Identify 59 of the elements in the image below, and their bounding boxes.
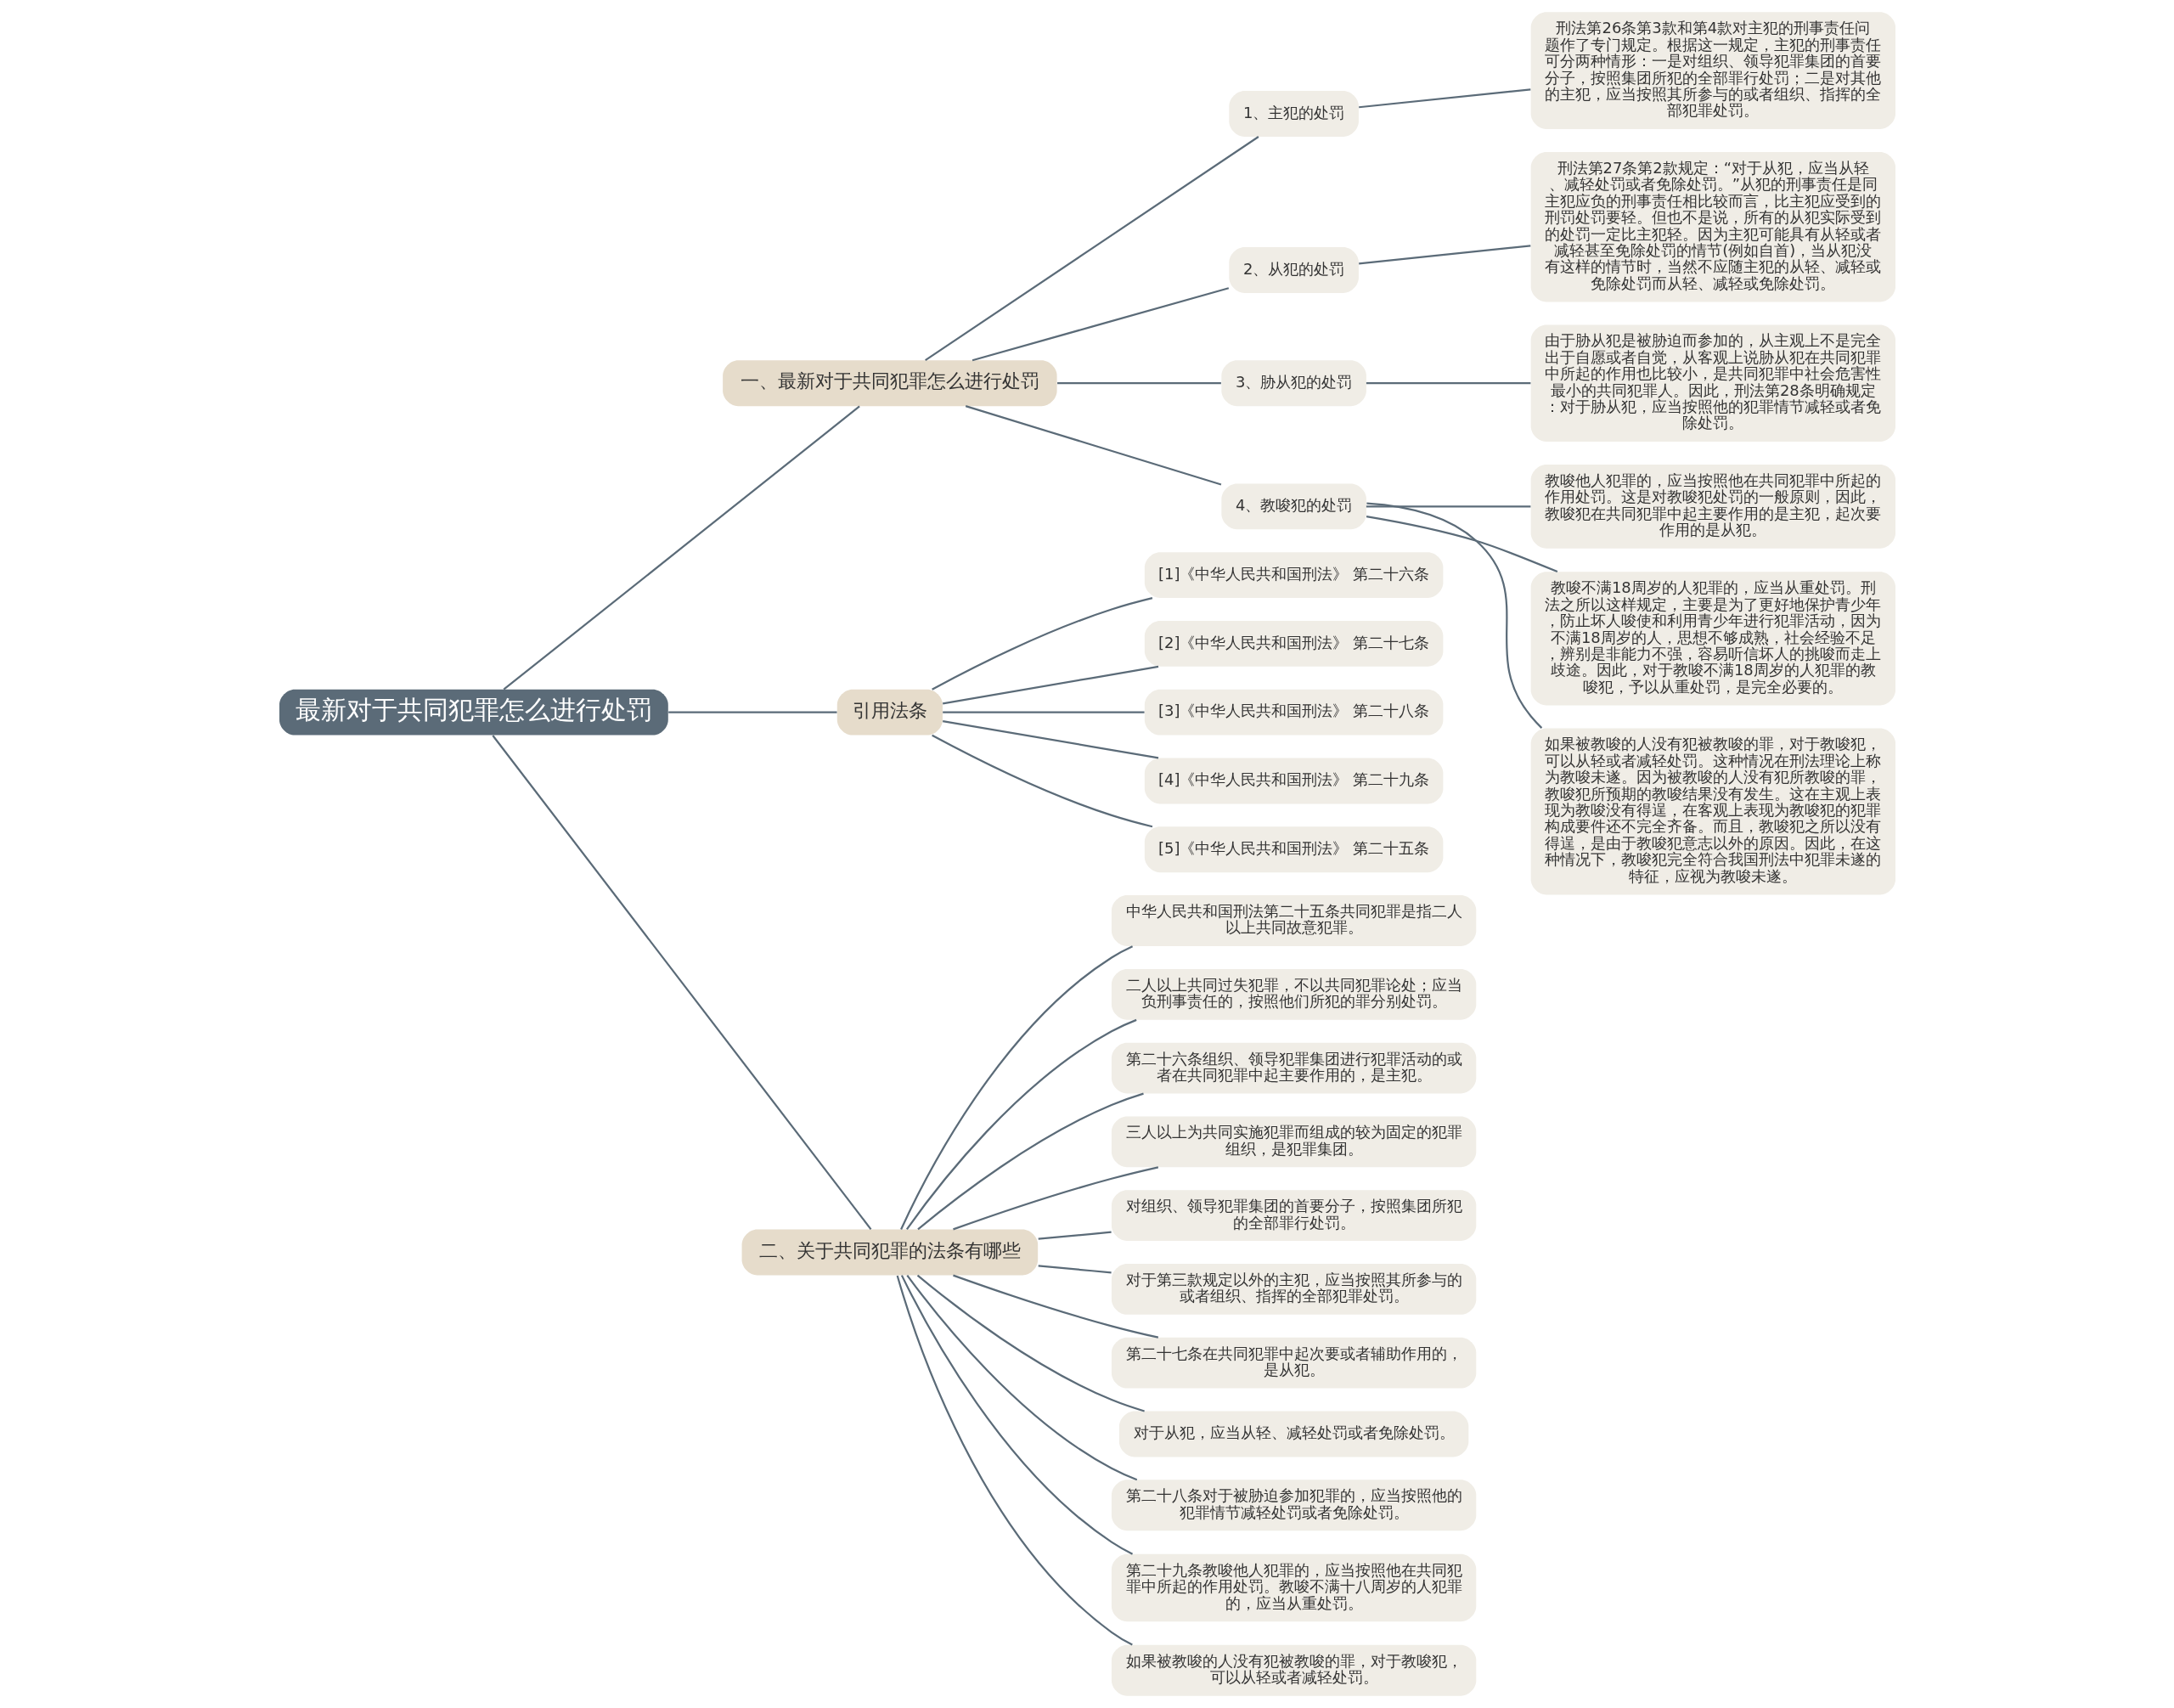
connector — [491, 735, 871, 1230]
connector — [942, 665, 1158, 705]
connector — [503, 405, 860, 691]
node-box: 一、最新对于共同犯罪怎么进行处罚 — [722, 360, 1057, 407]
node-box: 如果被教唆的人没有犯被教唆的罪，对于教唆犯，可以从轻或者减轻处罚。 — [1111, 1644, 1476, 1696]
node-box: 中华人民共和国刑法第二十五条共同犯罪是指二人以上共同故意犯罪。 — [1111, 895, 1476, 946]
connector — [1056, 382, 1221, 385]
connector — [900, 1275, 1133, 1555]
node-box: 刑法第26条第3款和第4款对主犯的刑事责任问题作了专门规定。根据这一规定，主犯的刑事责任可分两种情形：一是对组织、领导犯罪集团的首要分子，按照集团所犯的全部罪行处罚；二是对其他的主犯，应当按照其所参与的或者组织、指挥的全部犯罪处罚。 — [1530, 12, 1895, 129]
node-box: 如果被教唆的人没有犯被教唆的罪，对于教唆犯，可以从轻或者减轻处罚。这种情况在刑法理论上称为教唆未遂。因为被教唆的人没有犯所教唆的罪，教唆犯所预期的教唆结果没有发生。这在主观上表现为教唆没有得逞，在客观上表现为教唆犯的犯罪构成要件还不完全齐备。而且，教唆犯之所以没有得逞，是由于教唆犯意志以外的原因。因此，在这种情况下，教唆犯完全符合我国刑法中犯罪未遂的特征，应视为教唆未遂。 — [1530, 728, 1895, 895]
connector — [952, 1274, 1158, 1339]
connector — [931, 734, 1152, 828]
node-box: 第二十六条组织、领导犯罪集团进行犯罪活动的或者在共同犯罪中起主要作用的，是主犯。 — [1111, 1042, 1476, 1094]
connector — [942, 711, 1145, 713]
node-box: [4]《中华人民共和国刑法》 第二十九条 — [1144, 758, 1443, 804]
node-box: 二人以上共同过失犯罪，不以共同犯罪论处；应当负刑事责任的，按照他们所犯的罪分别处罚。 — [1111, 968, 1476, 1020]
connector — [1366, 516, 1557, 573]
connector — [1366, 382, 1530, 385]
node-box: 1、主犯的处罚 — [1228, 91, 1359, 137]
node-box: 第二十七条在共同犯罪中起次要或者辅助作用的，是从犯。 — [1111, 1337, 1476, 1389]
connector — [905, 1274, 1137, 1481]
node-box: 4、教唆犯的处罚 — [1220, 483, 1366, 530]
node-box: 第二十九条教唆他人犯罪的，应当按照他在共同犯罪中所起的作用处罚。教唆不满十八周岁的人犯罪的，应当从重处罚。 — [1111, 1553, 1476, 1622]
connector — [1366, 502, 1542, 729]
node-box: 第二十八条对于被胁迫参加犯罪的，应当按照他的犯罪情节减轻处罚或者免除处罚。 — [1111, 1480, 1476, 1531]
connector — [942, 719, 1158, 759]
connector — [952, 1166, 1158, 1231]
connector — [916, 1092, 1144, 1231]
connector — [965, 405, 1221, 486]
connector — [931, 597, 1152, 691]
connector — [667, 711, 836, 713]
node-box: [2]《中华人民共和国刑法》 第二十七条 — [1144, 620, 1443, 667]
node-box: 三人以上为共同实施犯罪而组成的较为固定的犯罪组织，是犯罪集团。 — [1111, 1116, 1476, 1168]
connector — [1038, 1231, 1112, 1240]
node-box: 二、关于共同犯罪的法条有哪些 — [741, 1229, 1038, 1276]
node-box: 引用法条 — [836, 689, 943, 736]
connector — [924, 136, 1259, 362]
connector — [1358, 88, 1530, 109]
node-box: 对于第三款规定以外的主犯，应当按照其所参与的或者组织、指挥的全部犯罪处罚。 — [1111, 1264, 1476, 1315]
node-box: 最新对于共同犯罪怎么进行处罚 — [279, 689, 668, 736]
node-box: 由于胁从犯是被胁迫而参加的，从主观上不是完全出于自愿或者自觉，从客观上说胁从犯在共同犯罪中所起的作用也比较小，是共同犯罪中社会危害性最小的共同犯罪人。因此，刑法第28条明确规定：对于胁从犯，应当按照他的犯罪情节减轻或者免除处罚。 — [1530, 324, 1895, 442]
node-box: 对于从犯，应当从轻、减轻处罚或者免除处罚。 — [1118, 1411, 1468, 1457]
node-box: 教唆不满18周岁的人犯罪的，应当从重处罚。刑法之所以这样规定，主要是为了更好地保护青少年，防止坏人唆使和利用青少年进行犯罪活动，因为不满18周岁的人，思想不够成熟，社会经验不足，辨别是非能力不强，容易听信坏人的挑唆而走上歧途。因此，对于教唆不满18周岁的人犯罪的教唆犯，予以从重处罚，是完全必要的。 — [1530, 572, 1895, 706]
connector — [1358, 245, 1530, 265]
connector — [972, 287, 1229, 362]
connector — [899, 945, 1133, 1231]
node-box: 教唆他人犯罪的，应当按照他在共同犯罪中所起的作用处罚。这是对教唆犯处罚的一般原则，因此，教唆犯在共同犯罪中起主要作用的是主犯，起次要作用的是从犯。 — [1530, 464, 1895, 549]
connector — [1366, 505, 1530, 508]
connector — [905, 1018, 1137, 1230]
connector — [916, 1274, 1145, 1412]
connector — [1038, 1265, 1112, 1274]
node-box: [1]《中华人民共和国刑法》 第二十六条 — [1144, 552, 1443, 599]
connector — [896, 1275, 1133, 1646]
node-box: 对组织、领导犯罪集团的首要分子，按照集团所犯的全部罪行处罚。 — [1111, 1190, 1476, 1242]
node-box: [5]《中华人民共和国刑法》 第二十五条 — [1144, 826, 1443, 873]
node-box: [3]《中华人民共和国刑法》 第二十八条 — [1144, 689, 1443, 736]
node-box: 刑法第27条第2款规定：“对于从犯，应当从轻、减轻处罚或者免除处罚。”从犯的刑事责任是同主犯应负的刑事责任相比较而言，比主犯应受到的刑罚处罚要轻。但也不是说，所有的从犯实际受到的处罚一定比主犯轻。因为主犯可能具有从轻或者减轻甚至免除处罚的情节(例如自首)，当从犯没有这样的情节时，当然不应随主犯的从轻、减轻或免除处罚而从轻、减轻或免除处罚。 — [1530, 151, 1895, 302]
node-box: 3、胁从犯的处罚 — [1220, 360, 1366, 407]
node-box: 2、从犯的处罚 — [1228, 247, 1359, 293]
